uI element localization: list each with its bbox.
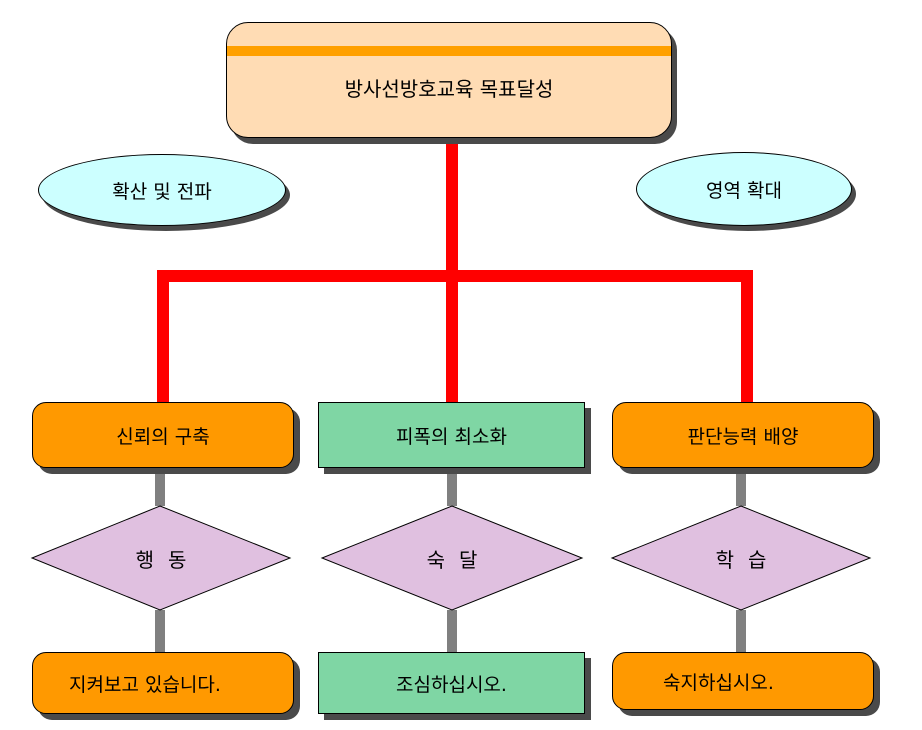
diamond-label-col1: 행동 — [135, 547, 201, 572]
diamond-col1 — [30, 505, 292, 611]
head-label-col1: 신뢰의 구축 — [116, 425, 210, 448]
expand-ellipse: 영역 확대 — [636, 152, 852, 226]
head-box-col1: 신뢰의 구축 — [32, 402, 294, 468]
goal-box-stripe — [227, 46, 671, 56]
head-box-col3: 판단능력 배양 — [612, 402, 874, 468]
foot-label-col3: 숙지하십시오. — [663, 671, 774, 694]
foot-box-col2: 조심하십시오. — [318, 652, 585, 714]
stem-col3-lower — [736, 610, 746, 652]
stem-col1-upper — [155, 468, 165, 506]
goal-box: 방사선방호교육 목표달성 — [226, 22, 672, 138]
stem-col2-upper — [447, 468, 457, 506]
diamond-label-col3: 학습 — [715, 547, 781, 572]
diamond-label-col2: 숙달 — [426, 547, 492, 572]
stem-col2-lower — [447, 610, 457, 652]
spread-label: 확산 및 전파 — [112, 180, 212, 203]
diamond-text-col2: 숙달 — [322, 506, 582, 610]
red-branch-left — [157, 270, 169, 402]
foot-box-col3: 숙지하십시오. — [612, 652, 874, 710]
foot-box-col1: 지켜보고 있습니다. — [32, 652, 294, 714]
diamond-text-col1: 행동 — [32, 506, 290, 610]
red-branch-right — [741, 270, 753, 402]
stem-col1-lower — [155, 610, 165, 652]
head-label-col2: 피폭의 최소화 — [396, 425, 507, 448]
diamond-text-col3: 학습 — [612, 506, 870, 610]
stem-col3-upper — [736, 468, 746, 506]
expand-label: 영역 확대 — [706, 179, 782, 202]
foot-label-col2: 조심하십시오. — [396, 673, 507, 696]
red-crossbar — [157, 270, 753, 282]
head-box-col2: 피폭의 최소화 — [318, 402, 585, 468]
foot-label-col1: 지켜보고 있습니다. — [69, 673, 221, 696]
goal-title: 방사선방호교육 목표달성 — [344, 77, 554, 101]
head-label-col3: 판단능력 배양 — [687, 425, 799, 448]
spread-ellipse: 확산 및 전파 — [38, 154, 286, 226]
diamond-col2 — [320, 505, 584, 611]
diamond-col3 — [610, 505, 872, 611]
